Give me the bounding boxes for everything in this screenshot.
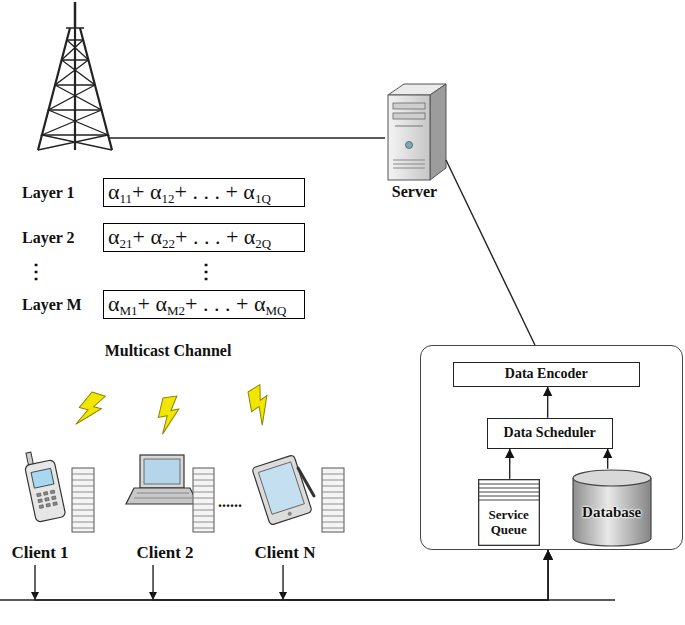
client-node: Client 2 xyxy=(118,448,222,565)
layer-row: Layer 1α11+ α12+ . . . + α1Q xyxy=(22,178,305,207)
formula-text: α xyxy=(254,291,266,316)
formula-text: + . . . + xyxy=(185,291,254,316)
lightning-bolt xyxy=(157,396,181,434)
subscript: 21 xyxy=(120,236,133,251)
client-node: Client 1 xyxy=(0,448,100,565)
formula-text: α xyxy=(243,179,255,204)
ellipsis-dots: ...... xyxy=(218,493,252,511)
cylinder-top xyxy=(573,470,651,486)
queue-slots xyxy=(322,474,344,528)
client-queue xyxy=(193,468,214,532)
process-label: Data Encoder xyxy=(454,363,639,386)
client-node: Client N xyxy=(240,448,346,565)
server-front xyxy=(388,95,430,180)
subscript: 2Q xyxy=(255,236,271,251)
layer-formula: α11+ α12+ . . . + α1Q xyxy=(103,178,305,207)
stylus xyxy=(298,468,314,496)
laptop-base xyxy=(126,488,198,504)
formula-text: α xyxy=(108,291,120,316)
process-box: Data Encoder xyxy=(453,362,640,387)
channel-label: Multicast Channel xyxy=(83,342,253,360)
tower-braces xyxy=(38,40,112,150)
database-label: Database xyxy=(572,469,652,547)
tablet-icon xyxy=(252,455,312,526)
queue-label: Service Queue xyxy=(478,501,540,546)
queue-slots xyxy=(479,484,539,500)
tower-link xyxy=(109,137,385,139)
connector xyxy=(153,550,548,600)
layer-label: Layer 2 xyxy=(22,223,100,252)
phone-keypad xyxy=(37,490,58,508)
formula-text: α xyxy=(150,224,162,249)
queue-slots xyxy=(72,474,94,528)
layer-label: Layer 1 xyxy=(22,178,100,207)
phone-body xyxy=(25,459,66,522)
lightning-bolt xyxy=(242,384,278,427)
formula-text: α xyxy=(244,224,256,249)
ellipsis-mark: ⋮ xyxy=(196,260,216,282)
layer-label: Layer M xyxy=(22,290,100,319)
formula-text: α xyxy=(108,179,120,204)
formula-text: α xyxy=(150,179,162,204)
power-button xyxy=(406,142,413,149)
connector xyxy=(283,550,548,600)
subscript: 11 xyxy=(120,191,133,206)
subscript: M2 xyxy=(167,303,185,318)
laptop-keys xyxy=(134,493,192,498)
server-label: Server xyxy=(383,182,446,202)
formula-text: + xyxy=(138,291,156,316)
formula-text: + . . . + xyxy=(175,224,244,249)
subscript: 22 xyxy=(162,236,175,251)
client-queue xyxy=(322,468,344,532)
queue-outline xyxy=(478,479,539,545)
tower-rungs xyxy=(42,28,108,135)
tower-mast xyxy=(74,2,77,28)
connector xyxy=(446,160,535,345)
tablet-button xyxy=(287,511,292,516)
lightning-bolt xyxy=(73,389,106,431)
server-slot xyxy=(395,126,423,127)
tower-legs xyxy=(38,28,112,150)
server-vents xyxy=(393,160,425,168)
server-side xyxy=(430,84,446,180)
subscript: 1Q xyxy=(255,191,271,206)
formula-text: α xyxy=(108,224,120,249)
client-label: Client N xyxy=(240,543,330,563)
process-box: Data Scheduler xyxy=(487,418,613,449)
layer-row: Layer 2α21+ α22+ . . . + α2Q xyxy=(22,223,305,252)
client-queue xyxy=(72,468,94,532)
subscript: M1 xyxy=(120,303,138,318)
subscript: MQ xyxy=(265,303,286,318)
bus-arrowhead xyxy=(279,592,287,600)
laptop-screen xyxy=(144,459,180,484)
bus-arrowhead xyxy=(149,592,157,600)
client-label: Client 2 xyxy=(120,543,210,563)
layer-formula: αM1+ αM2+ . . . + αMQ xyxy=(103,290,305,319)
client-label: Client 1 xyxy=(0,543,80,563)
tablet-body xyxy=(252,455,312,526)
phone-screen xyxy=(31,468,54,488)
formula-text: + xyxy=(133,224,151,249)
layer-row: Layer MαM1+ αM2+ . . . + αMQ xyxy=(22,290,305,319)
layer-formula: α21+ α22+ . . . + α2Q xyxy=(103,223,305,252)
bus-line xyxy=(0,599,615,600)
formula-text: + xyxy=(132,179,150,204)
server-module: Data EncoderData SchedulerService Queue D… xyxy=(420,345,683,550)
subscript: 12 xyxy=(162,191,175,206)
formula-text: α xyxy=(156,291,168,316)
bus-arrowhead xyxy=(31,592,39,600)
laptop-lid xyxy=(140,455,184,488)
process-label: Data Scheduler xyxy=(488,419,612,448)
phone-icon xyxy=(22,448,66,523)
server-node: Server xyxy=(383,80,446,202)
queue-slots xyxy=(193,474,214,528)
database-cylinder: Database xyxy=(572,469,652,547)
drive-bay xyxy=(393,113,425,119)
ellipsis-mark: ⋮ xyxy=(26,260,46,282)
drive-bay xyxy=(393,103,425,109)
formula-text: + . . . + xyxy=(175,179,244,204)
queue-box: Service Queue xyxy=(478,479,540,546)
